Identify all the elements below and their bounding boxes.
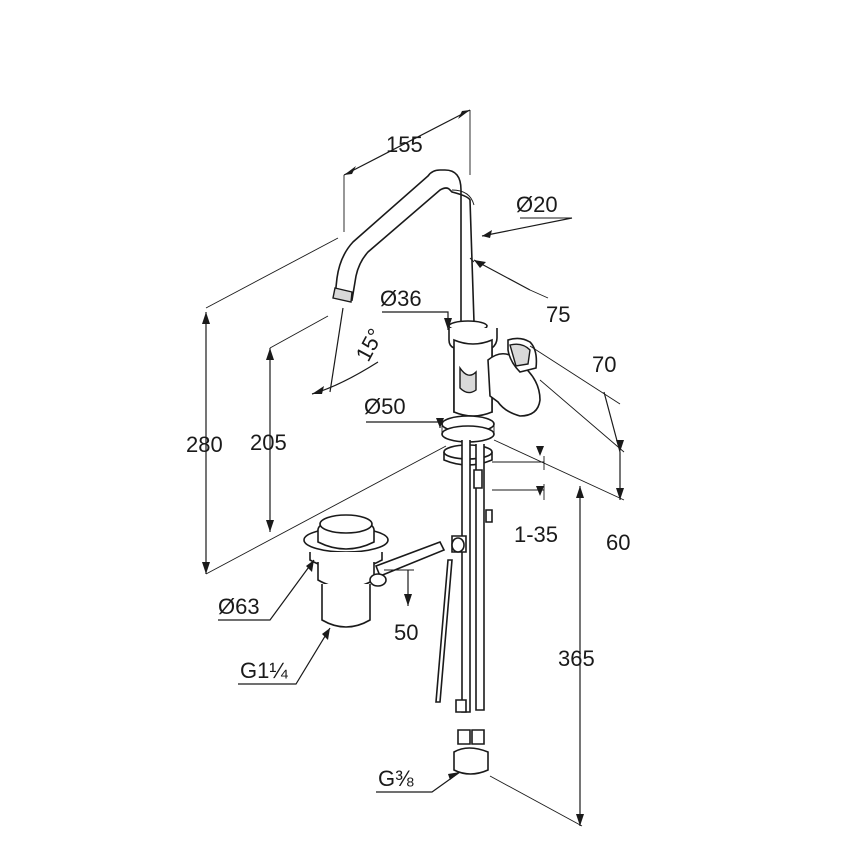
dim-diameter-50: Ø50 — [364, 394, 406, 419]
faucet-spout — [332, 169, 475, 323]
dim-75: 75 — [546, 302, 570, 327]
dim-365: 365 — [558, 646, 595, 671]
dim-thread-g1-1-4: G1¼ — [240, 658, 288, 683]
popup-waste — [303, 514, 465, 628]
dim-1-35: 1-35 — [514, 522, 558, 547]
dim-thread-g3-8: G⅜ — [378, 766, 414, 791]
dim-60: 60 — [606, 530, 630, 555]
dimension-arrows — [202, 110, 624, 826]
dim-280: 280 — [186, 432, 223, 457]
faucet-body — [435, 320, 541, 775]
dimension-labels: 155 Ø20 75 Ø36 15° 70 Ø50 280 205 1-35 6… — [186, 132, 630, 791]
dim-155: 155 — [386, 132, 423, 157]
dim-70: 70 — [592, 352, 616, 377]
dim-diameter-63: Ø63 — [218, 594, 260, 619]
dimension-lines — [205, 109, 625, 827]
dim-diameter-20: Ø20 — [516, 192, 558, 217]
dim-diameter-36: Ø36 — [380, 286, 422, 311]
dim-angle-15: 15° — [351, 324, 389, 365]
dim-205: 205 — [250, 430, 287, 455]
dim-50: 50 — [394, 620, 418, 645]
